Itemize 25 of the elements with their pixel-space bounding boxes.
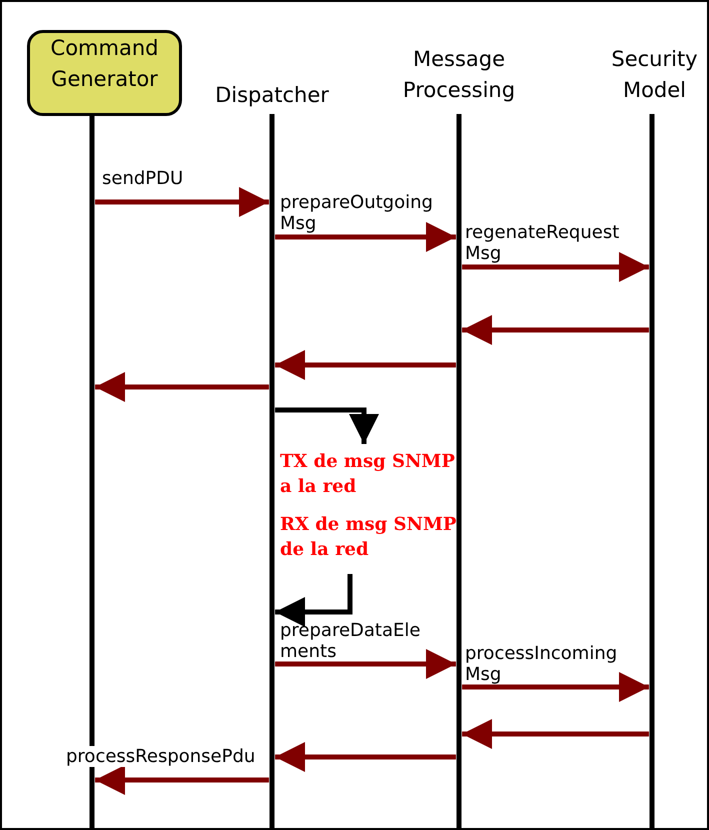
message-arrow (95, 372, 269, 402)
message-arrow (95, 187, 269, 217)
message-label: prepareOutgoingMsg (280, 192, 434, 234)
message-arrow (275, 350, 456, 380)
participant-heading: Message Processing (402, 46, 516, 104)
message-arrow (462, 672, 649, 702)
message-label: processIncomingMsg (465, 643, 618, 685)
message-arrow (462, 252, 649, 282)
message-arrow (462, 719, 649, 749)
participant-box: Command Generator (27, 30, 182, 116)
message-arrow (275, 574, 352, 627)
network-note: TX de msg SNMP a la red (280, 450, 456, 499)
message-label: processResponsePdu (66, 746, 256, 767)
message-arrow (95, 765, 269, 795)
message-arrow (275, 649, 456, 679)
message-arrow (275, 222, 456, 252)
message-label: prepareDataElements (280, 620, 422, 662)
message-label: sendPDU (102, 168, 184, 189)
message-arrow (275, 742, 456, 772)
participant-heading: Security Model (610, 46, 699, 104)
message-arrow (275, 408, 379, 444)
message-label: regenateRequestMsg (465, 222, 620, 264)
network-note: RX de msg SNMP de la red (280, 513, 458, 562)
message-arrow (462, 315, 649, 345)
participant-heading: Dispatcher (214, 82, 330, 109)
